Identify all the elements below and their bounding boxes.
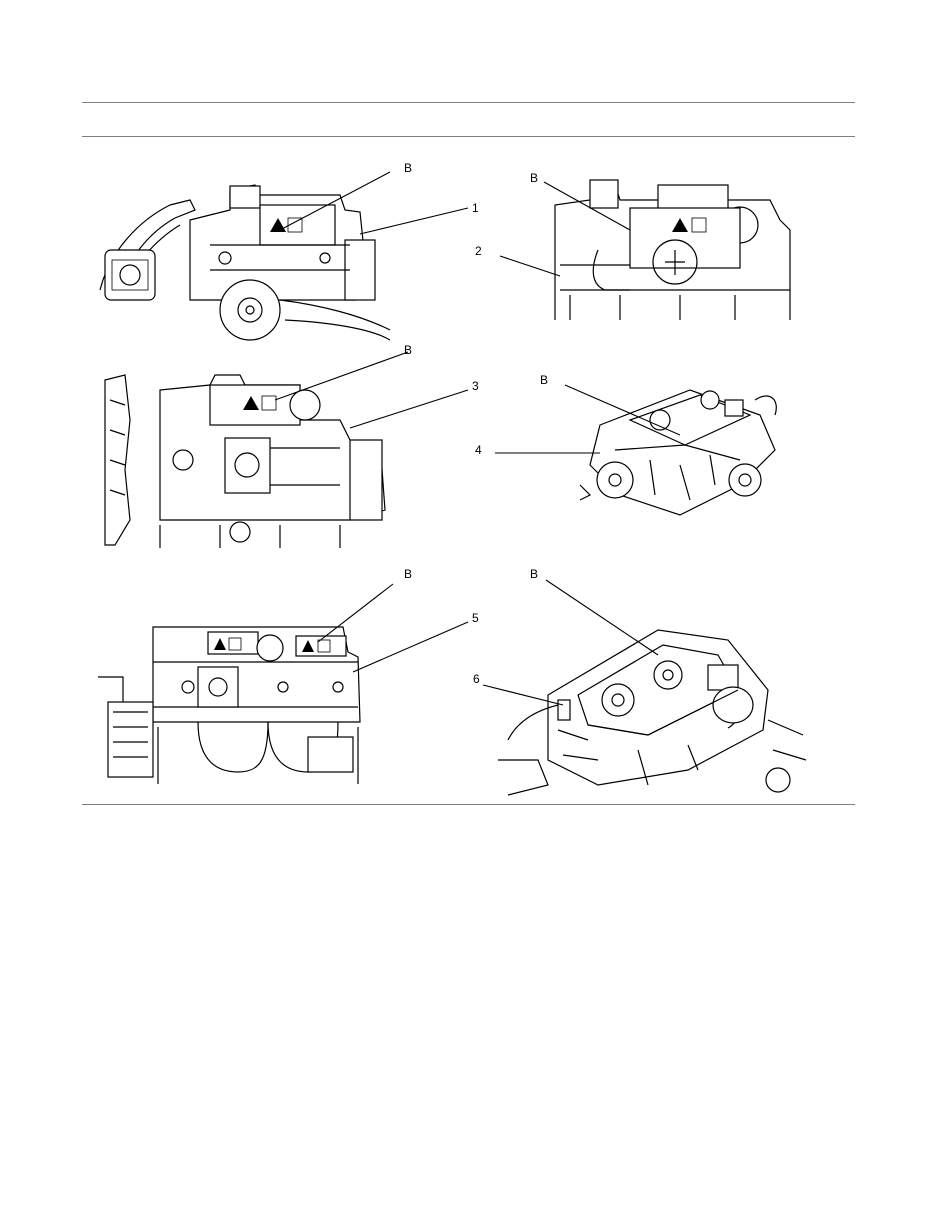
callout-2: 2 — [475, 244, 482, 258]
header-rule-bottom — [82, 136, 855, 137]
engine-view-5 — [98, 583, 469, 784]
engine-view-2 — [480, 170, 810, 325]
callout-b-view-1: B — [404, 161, 413, 175]
engine-view-4 — [495, 355, 805, 520]
header-rule-top — [82, 102, 855, 103]
callout-1: 1 — [472, 201, 479, 215]
callout-5: 5 — [472, 611, 479, 625]
engine-view-3 — [100, 351, 469, 548]
callout-6: 6 — [473, 672, 480, 686]
callout-b-view-4: B — [540, 373, 549, 387]
callout-3: 3 — [472, 379, 479, 393]
callout-b-view-2: B — [530, 171, 539, 185]
engine-view-1 — [80, 150, 500, 341]
callout-b-view-6: B — [530, 567, 539, 581]
callout-b-view-5: B — [404, 567, 413, 581]
callout-4: 4 — [475, 443, 482, 457]
footer-rule — [82, 804, 855, 805]
callout-b-view-3: B — [404, 343, 413, 357]
engine-view-6 — [482, 579, 808, 800]
